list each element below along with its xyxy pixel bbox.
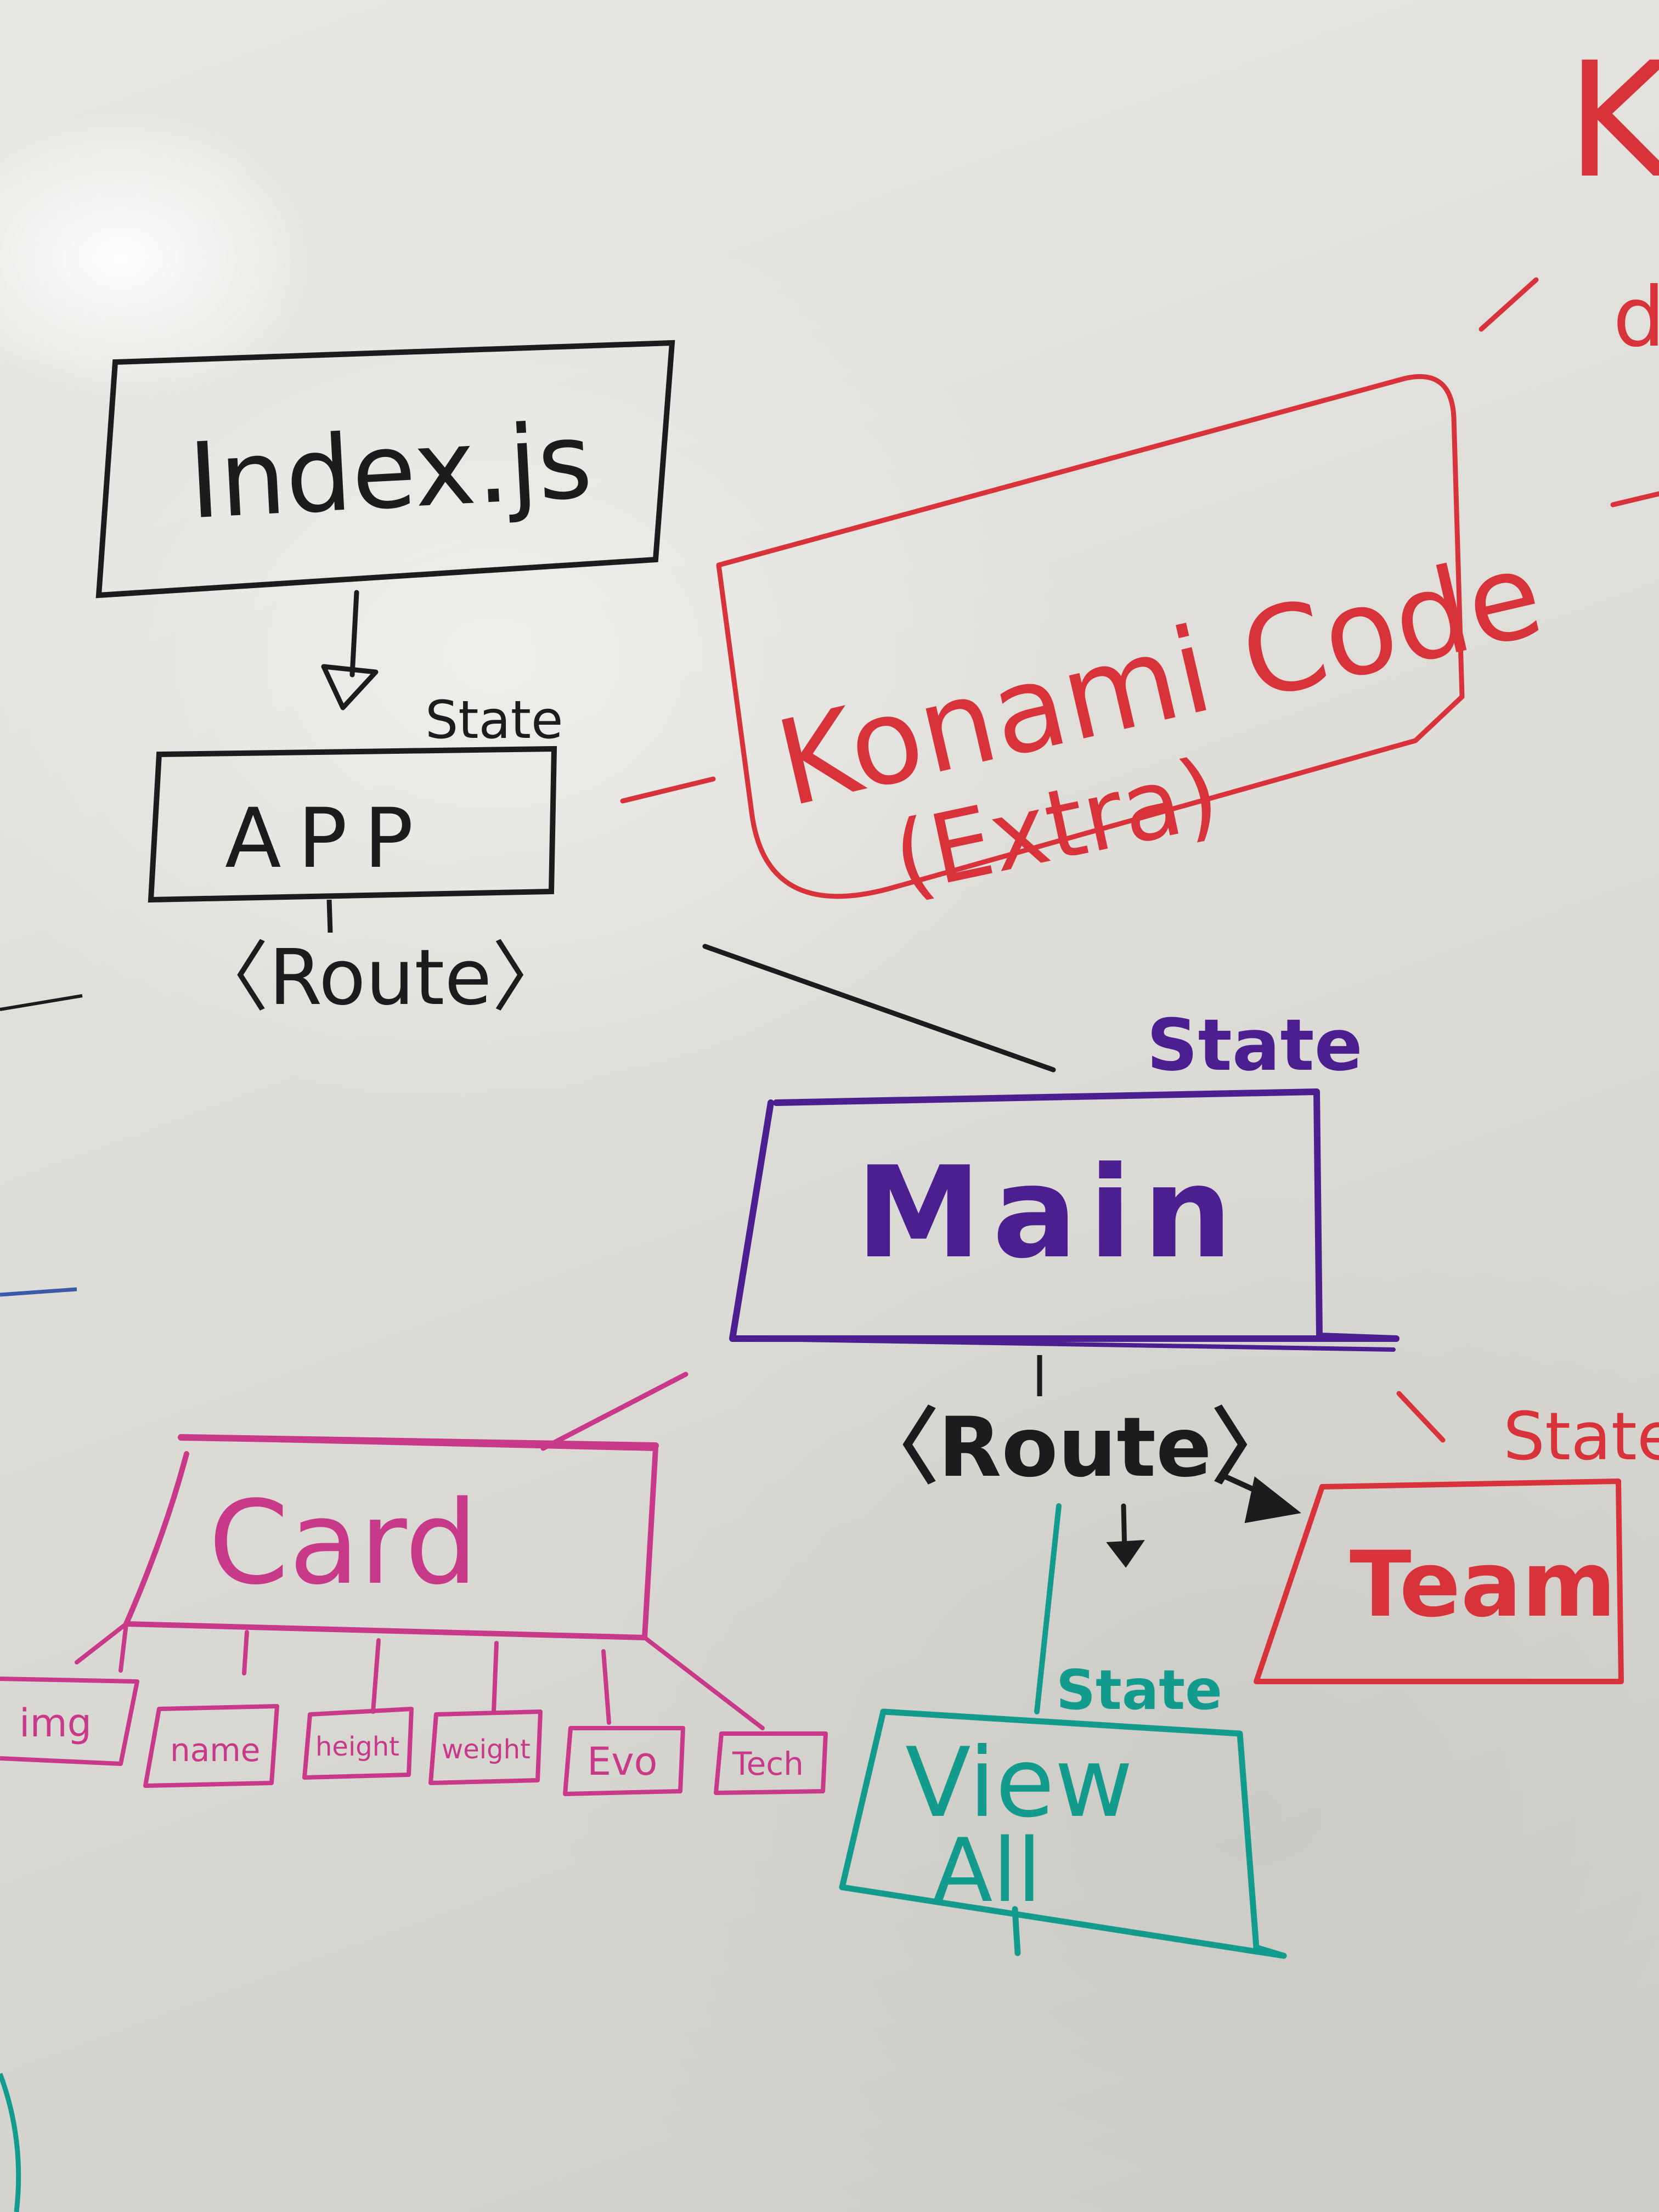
app-to-route-line bbox=[326, 899, 333, 933]
card-child-5: Tech bbox=[732, 1745, 804, 1782]
app-label: APP bbox=[225, 791, 430, 887]
viewall-label-line1: View bbox=[905, 1728, 1133, 1839]
main-node bbox=[729, 1088, 1400, 1352]
main-state-label: State bbox=[1147, 1003, 1363, 1087]
viewall-label-line2: All bbox=[933, 1819, 1041, 1922]
team-node bbox=[1254, 1479, 1624, 1684]
app-box bbox=[148, 746, 557, 903]
viewall-state-label: State bbox=[1056, 1658, 1222, 1722]
card-children-labels: img name height weight Evo Tech bbox=[19, 1701, 804, 1784]
index-node bbox=[95, 340, 675, 599]
app-state-label: State bbox=[425, 690, 563, 751]
route-to-viewall-arrow bbox=[1106, 1503, 1145, 1568]
card-child-box-5 bbox=[714, 1731, 828, 1795]
card-child-box-3 bbox=[428, 1709, 543, 1785]
app-to-konami-line bbox=[620, 776, 716, 804]
card-children bbox=[0, 1677, 828, 1796]
card-child-box-4 bbox=[563, 1726, 685, 1796]
team-tick bbox=[1396, 1391, 1446, 1443]
right-edge-red-dash bbox=[1479, 277, 1539, 332]
left-edge-teal-curve bbox=[0, 2073, 21, 2212]
card-child-4: Evo bbox=[587, 1739, 657, 1784]
card-child-box-0 bbox=[0, 1677, 139, 1766]
viewall-node bbox=[839, 1708, 1287, 1959]
index-box bbox=[95, 340, 675, 599]
card-child-3: weight bbox=[442, 1734, 531, 1765]
left-edge-black-line bbox=[0, 994, 83, 1011]
main-route-label: 〈Route〉 bbox=[856, 1400, 1294, 1496]
route-to-viewall-line bbox=[1034, 1503, 1062, 1714]
card-children-connectors bbox=[75, 1622, 765, 1730]
card-label: Card bbox=[208, 1476, 478, 1610]
team-state-label: State bbox=[1503, 1399, 1659, 1475]
route-to-main-line bbox=[702, 944, 1056, 1073]
app-route-label: 〈Route〉 bbox=[192, 933, 568, 1023]
right-edge-letter-d: d bbox=[1613, 270, 1659, 365]
card-child-2: height bbox=[315, 1731, 399, 1762]
card-child-1: name bbox=[170, 1731, 260, 1769]
right-edge-red-tick bbox=[1610, 491, 1659, 507]
team-label: Team bbox=[1350, 1532, 1616, 1637]
konami-box bbox=[716, 374, 1465, 899]
index-to-app-arrow bbox=[321, 590, 379, 710]
card-child-box-2 bbox=[302, 1707, 414, 1780]
card-child-0: img bbox=[19, 1701, 92, 1746]
main-to-card-line bbox=[540, 1372, 689, 1451]
right-edge-letter: K bbox=[1566, 29, 1659, 213]
route-to-team-arrow bbox=[1221, 1473, 1301, 1523]
app-node bbox=[148, 746, 557, 903]
card-child-box-1 bbox=[143, 1704, 279, 1788]
main-label: Main bbox=[856, 1140, 1244, 1286]
team-box bbox=[1254, 1479, 1624, 1684]
left-edge-blue-line bbox=[0, 1287, 77, 1297]
main-box bbox=[729, 1088, 1400, 1342]
index-label: Index.js bbox=[186, 400, 595, 542]
viewall-box bbox=[839, 1708, 1287, 1959]
konami-node bbox=[716, 374, 1465, 899]
